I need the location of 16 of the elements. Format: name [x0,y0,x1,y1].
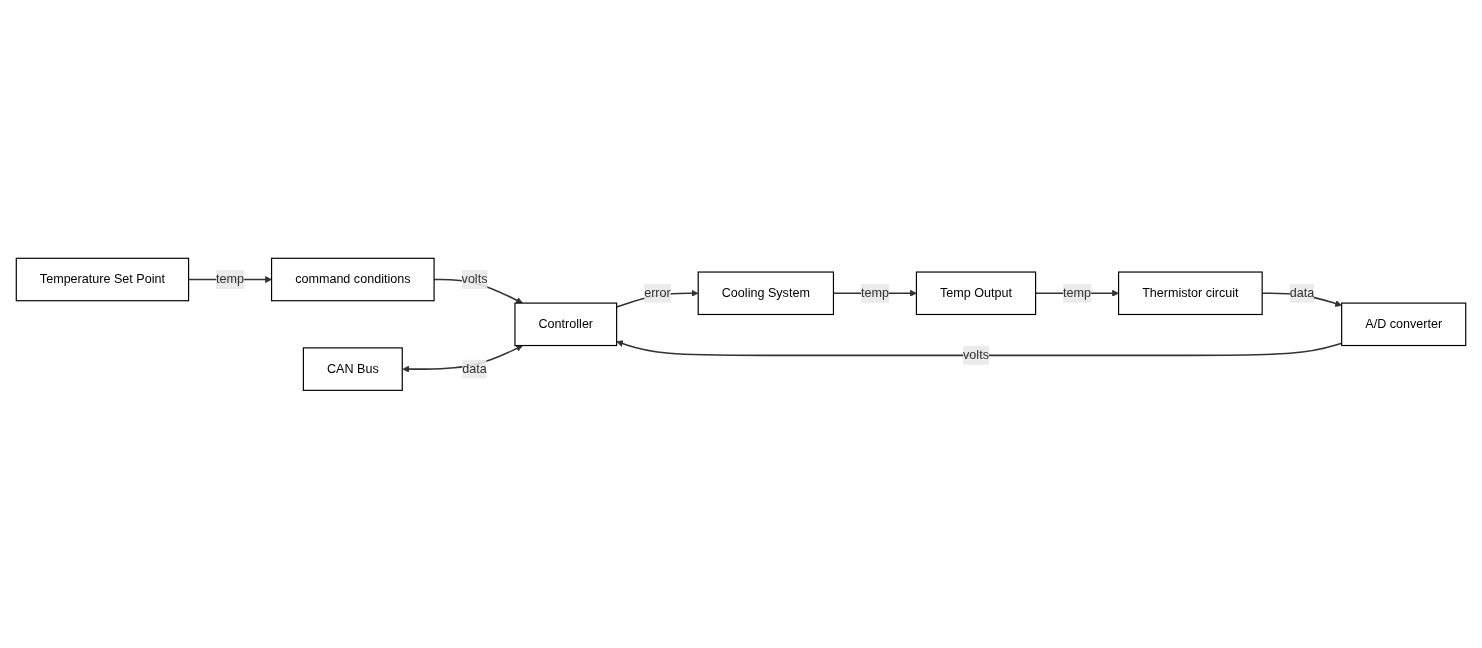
node-box: Thermistor circuit [1118,271,1263,315]
node-box: Temperature Set Point [15,257,190,301]
node-box: Temp Output [915,271,1037,315]
edge-label: data [462,361,487,376]
node-box: Cooling System [697,271,835,315]
edge-label: temp [860,285,889,300]
edge-label: volts [461,272,488,286]
edge-label: data [1289,285,1315,300]
node-box: command conditions [271,257,435,301]
edge-label: temp [216,272,245,286]
node-box: CAN Bus [302,347,403,391]
edge-label: temp [1063,285,1092,300]
node-box: A/D converter [1341,302,1467,346]
edge-label: volts [963,347,989,362]
edge-label: error [644,285,671,300]
node-box: Controller [514,302,618,346]
